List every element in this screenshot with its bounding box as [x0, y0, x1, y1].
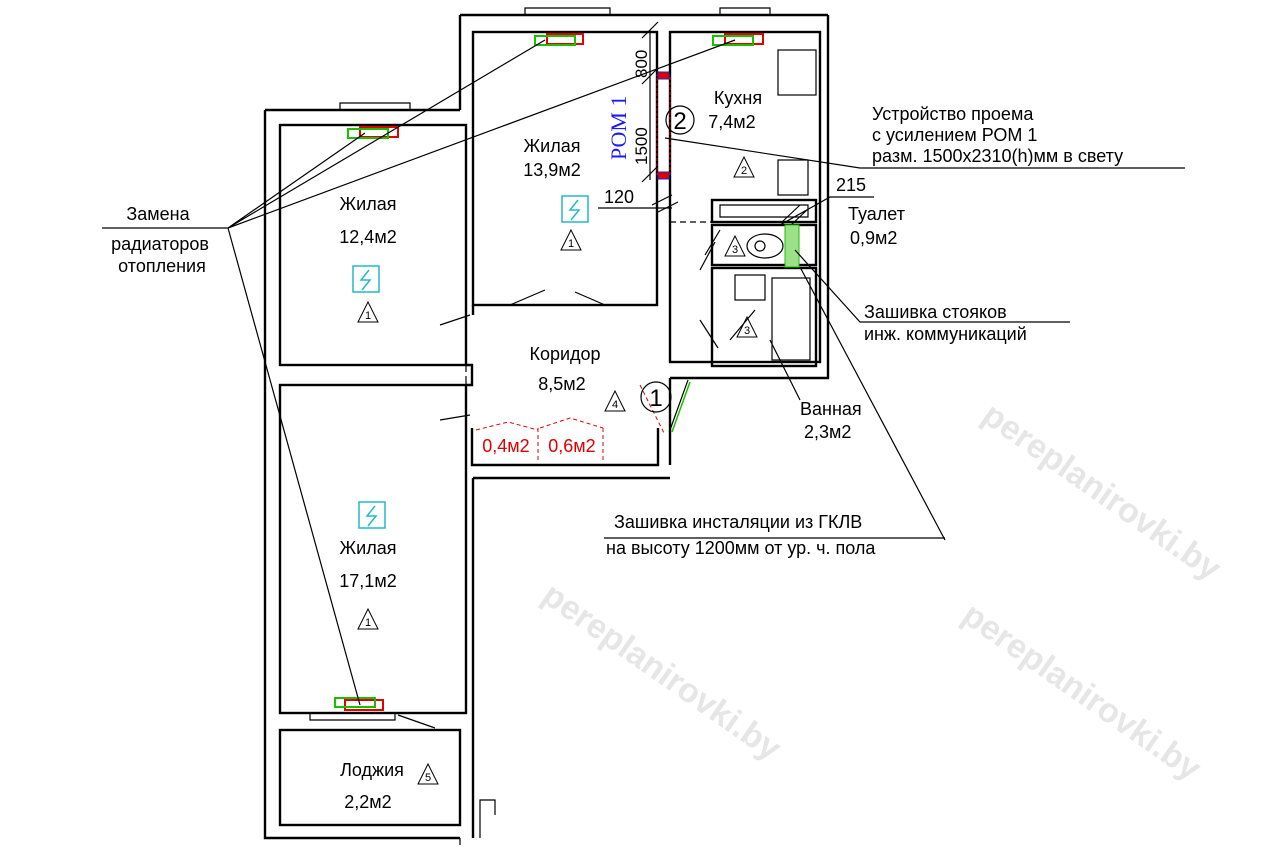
svg-text:1: 1 [568, 238, 574, 250]
svg-text:на высоту 1200мм от ур. ч. пол: на высоту 1200мм от ур. ч. пола [606, 538, 876, 558]
opening-rom: РОМ 1 800 1500 120 215 [598, 21, 874, 227]
room-area-corridor: 8,5м2 [538, 374, 585, 394]
svg-text:5: 5 [425, 772, 431, 784]
room-area-living2: 12,4м2 [339, 227, 396, 247]
svg-text:pereplanirovki.by: pereplanirovki.by [535, 575, 787, 768]
dim-800: 800 [632, 50, 651, 78]
svg-text:радиаторов: радиаторов [111, 234, 209, 254]
note-opening: Устройство проема с усилением РОМ 1 разм… [664, 104, 1185, 169]
room-area-living1: 13,9м2 [523, 160, 580, 180]
closet-area-2: 0,6м2 [548, 436, 595, 456]
svg-text:разм. 1500x2310(h)мм в свету: разм. 1500x2310(h)мм в свету [872, 146, 1123, 166]
circle-marker-label: 1 [649, 385, 662, 412]
svg-text:3: 3 [732, 244, 738, 256]
walls [263, 7, 830, 845]
watermark: pereplanirovki.by pereplanirovki.by pere… [535, 395, 1227, 788]
room-name-toilet: Туалет [848, 204, 905, 224]
svg-text:Замена: Замена [126, 204, 190, 224]
note-risers: Зашивка стояков инж. коммуникаций [794, 249, 1070, 541]
svg-text:Устройство проема: Устройство проема [872, 104, 1034, 124]
riser-boxing [784, 224, 800, 268]
circle-marker-2 [665, 105, 695, 135]
note-gklv: Зашивка инсталяции из ГКЛВ на высоту 120… [604, 339, 945, 558]
closet-area-1: 0,4м2 [482, 436, 529, 456]
room-area-loggia: 2,2м2 [344, 792, 391, 812]
room-tag-triangles: 1 1 1 2 3 3 4 5 [357, 155, 758, 785]
radiators [334, 33, 764, 711]
note-radiators: Замена радиаторов отопления [102, 39, 736, 706]
svg-text:Зашивка инсталяции из ГКЛВ: Зашивка инсталяции из ГКЛВ [614, 512, 862, 532]
room-area-bath: 2,3м2 [804, 422, 851, 442]
svg-text:2: 2 [741, 165, 747, 177]
circle-marker-label: 2 [673, 108, 686, 135]
svg-text:отопления: отопления [118, 256, 206, 276]
svg-text:Зашивка стояков: Зашивка стояков [864, 302, 1007, 322]
dim-120: 120 [604, 187, 634, 207]
room-name-corridor: Коридор [529, 344, 600, 364]
rom-label: РОМ 1 [606, 96, 631, 160]
svg-text:4: 4 [612, 399, 618, 411]
room-name-living2: Жилая [340, 194, 397, 214]
svg-text:1: 1 [365, 617, 371, 629]
dim-1500: 1500 [632, 127, 651, 165]
room-name-living3: Жилая [340, 538, 397, 558]
room-area-toilet: 0,9м2 [850, 228, 897, 248]
room-name-bath: Ванная [800, 399, 862, 419]
svg-text:3: 3 [744, 325, 750, 337]
svg-text:1: 1 [365, 310, 371, 322]
room-name-loggia: Лоджия [340, 760, 404, 780]
svg-text:с усилением РОМ 1: с усилением РОМ 1 [872, 125, 1037, 145]
circle-marker-1 [640, 381, 672, 413]
room-name-living1: Жилая [524, 136, 581, 156]
electric-panel-icon [352, 195, 589, 529]
svg-text:инж. коммуникаций: инж. коммуникаций [864, 324, 1027, 344]
room-area-kitchen: 7,4м2 [708, 112, 755, 132]
dim-215: 215 [836, 175, 866, 195]
room-name-kitchen: Кухня [714, 88, 762, 108]
svg-text:pereplanirovki.by: pereplanirovki.by [975, 395, 1227, 588]
room-area-living3: 17,1м2 [339, 571, 396, 591]
svg-text:pereplanirovki.by: pereplanirovki.by [955, 595, 1207, 788]
